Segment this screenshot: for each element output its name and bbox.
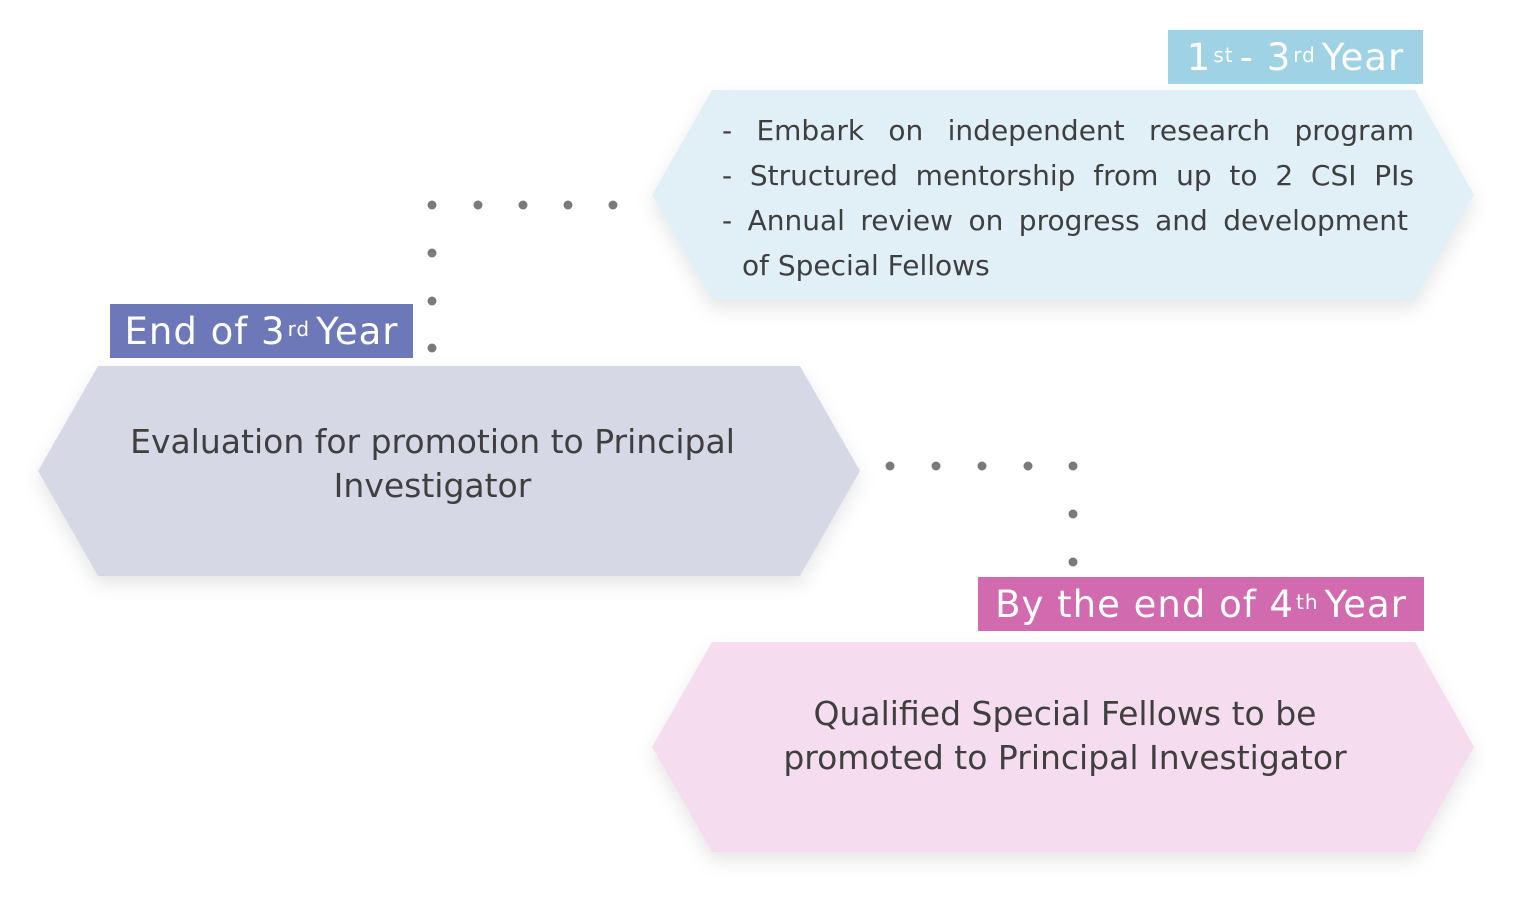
stage1-bullet: of Special Fellows [742,249,990,282]
connector-dot [1023,461,1033,471]
stage1-description: - Embark on independent research program… [722,108,1422,288]
connector-dot [427,200,437,210]
connector-dot [1068,557,1078,567]
connector-dot [473,200,483,210]
stage2-line: Investigator [333,466,532,505]
connector-dot [563,200,573,210]
stage1-bullet: - Annual review on progress and developm… [722,204,1408,237]
stage1-bullet: - Embark on independent research program [722,114,1414,147]
stage2-hexagon [38,366,860,576]
stage1-hexagon [652,90,1474,300]
stage3-hexagon [652,642,1474,852]
stage1-bullet: - Structured mentorship from up to 2 CSI… [722,159,1414,192]
connector-dot [518,200,528,210]
connector-dot [608,200,618,210]
connector-dot [427,248,437,258]
stage2-description: Evaluation for promotion to Principal In… [100,420,765,508]
connector-dot [885,461,895,471]
connector-dot [1068,509,1078,519]
dotted-connectors [427,200,1078,567]
connector-dot [931,461,941,471]
connector-dot [977,461,987,471]
connector-dot [427,343,437,353]
stage3-description: Qualified Special Fellows to be promoted… [720,692,1410,780]
stage2-line: Evaluation for promotion to Principal [130,422,735,461]
stage3-line: promoted to Principal Investigator [783,738,1347,777]
stage3-line: Qualified Special Fellows to be [813,694,1317,733]
connector-dot [427,296,437,306]
connector-dot [1068,461,1078,471]
